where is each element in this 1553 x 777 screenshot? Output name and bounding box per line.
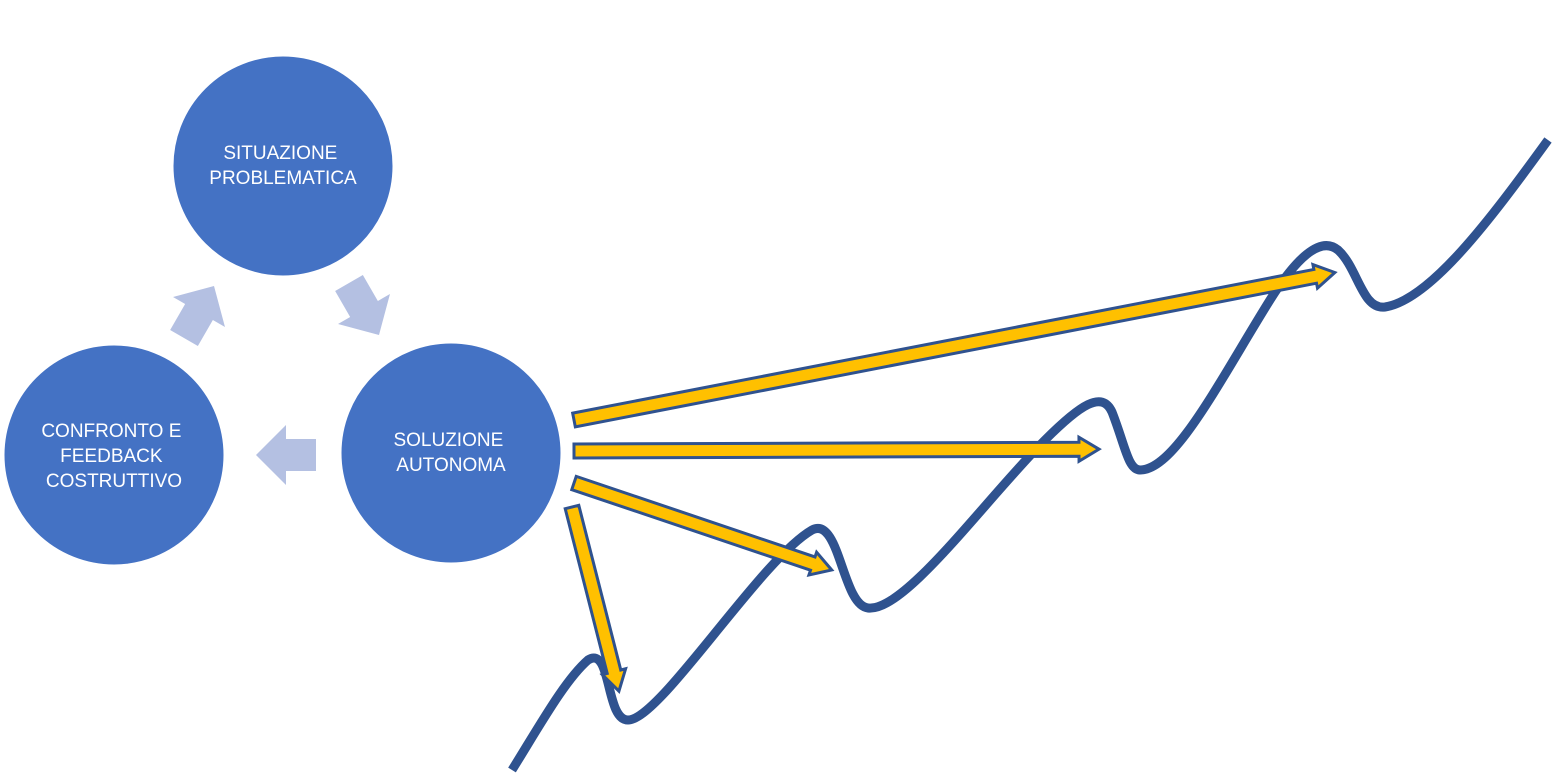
growth-arrow-down [563, 503, 628, 694]
node-situazione: SITUAZIONE PROBLEMATICA [170, 53, 396, 279]
growth-arrow-diagonal [569, 474, 835, 577]
situazione-circle [170, 53, 396, 279]
growth-arrow-horizontal [572, 434, 1102, 464]
node-soluzione: SOLUZIONE AUTONOMA [338, 340, 564, 566]
growth-curve [508, 137, 1552, 773]
soluzione-circle [338, 340, 564, 566]
situazione-label: SITUAZIONE PROBLEMATICA [209, 143, 357, 189]
growth-arrow-top [570, 262, 1338, 429]
cycle-arrow-left [256, 425, 316, 485]
cycle-arrow-down-right [335, 275, 390, 335]
growth-arrows [563, 262, 1338, 694]
confronto-circle [1, 342, 227, 568]
node-confronto: CONFRONTO E FEEDBACK COSTRUTTIVO [1, 342, 227, 568]
cycle-arrows [170, 275, 390, 485]
confronto-label: CONFRONTO E FEEDBACK COSTRUTTIVO [41, 421, 186, 492]
soluzione-label: SOLUZIONE AUTONOMA [393, 430, 508, 476]
cycle-arrow-up-right [170, 286, 225, 346]
